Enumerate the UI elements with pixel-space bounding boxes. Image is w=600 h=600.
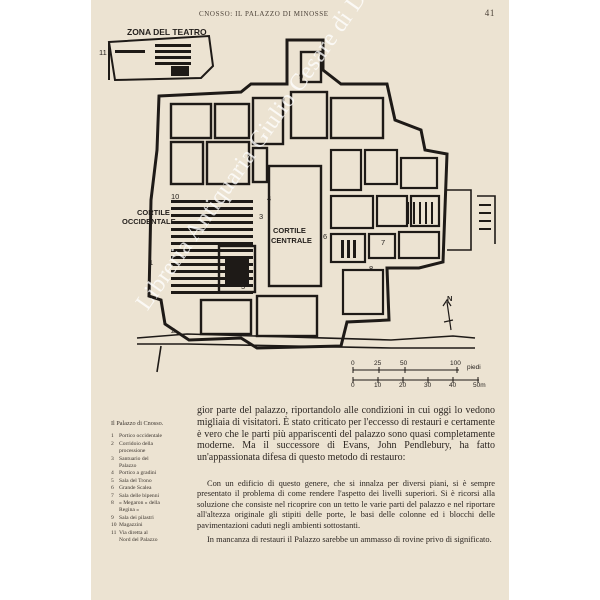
body-paragraph: gior parte del palazzo, riportandolo all…: [197, 405, 495, 464]
plan-number: 3: [259, 212, 264, 221]
page-header: CNOSSO: IL PALAZZO DI MINOSSE 41: [91, 8, 509, 20]
label-cortile-occidentale-line2: OCCIDENTALE: [122, 217, 176, 226]
plan-number: 1: [149, 258, 154, 267]
page-number: 41: [484, 8, 495, 18]
scale-feet-tick: 100: [450, 360, 461, 367]
running-title: CNOSSO: IL PALAZZO DI MINOSSE: [199, 10, 329, 18]
scale-feet-tick: 50: [400, 360, 408, 367]
north-arrow-label: N: [447, 294, 453, 303]
label-cortile-occidentale-line1: CORTILE: [137, 208, 170, 217]
plan-number: 6: [323, 232, 328, 241]
scale-feet-tick: 25: [374, 360, 382, 367]
book-page: CNOSSO: IL PALAZZO DI MINOSSE 41: [91, 0, 509, 600]
scale-bar: 0 25 50 100 piedi 0 10 20 30 40 50m: [349, 360, 499, 390]
scale-meter-tick: 50m: [473, 382, 486, 389]
plan-number: 10: [171, 192, 180, 201]
plan-number: 2: [171, 326, 176, 335]
legend-item: processione: [119, 448, 146, 455]
palace-floor-plan: [107, 34, 496, 373]
scale-feet-tick: 0: [351, 360, 355, 367]
legend-item: Palazzo: [119, 463, 137, 470]
scale-meter-tick: 40: [449, 382, 457, 389]
legend-item: 8« Megaron » della: [111, 500, 160, 507]
scale-meter-tick: 30: [424, 382, 432, 389]
plan-number: 9: [299, 72, 304, 81]
body-text: gior parte del palazzo, riportandolo all…: [197, 405, 495, 545]
label-cortile-centrale-line2: CENTRALE: [271, 236, 312, 245]
plan-number: 11: [99, 48, 107, 57]
plan-number: 8: [369, 264, 374, 273]
label-cortile-centrale-line1: CORTILE: [273, 226, 306, 235]
scale-meter-tick: 20: [399, 382, 407, 389]
plan-number: 4: [267, 194, 272, 203]
label-zona-teatro: ZONA DEL TEATRO: [127, 27, 207, 37]
quote-paragraph: Con un edificio di questo genere, che si…: [197, 478, 495, 530]
legend-item: Regina »: [119, 507, 140, 514]
legend-title: Il Palazzo di Cnosso.: [111, 420, 164, 427]
scale-feet-label: piedi: [467, 364, 481, 371]
scale-meter-tick: 0: [351, 382, 355, 389]
quote-paragraph: In mancanza di restauri il Palazzo sareb…: [207, 535, 492, 545]
scale-meter-tick: 10: [374, 382, 382, 389]
legend-item: Nord del Palazzo: [119, 537, 158, 544]
plan-number: 7: [381, 238, 386, 247]
plan-number: 5: [241, 282, 246, 291]
